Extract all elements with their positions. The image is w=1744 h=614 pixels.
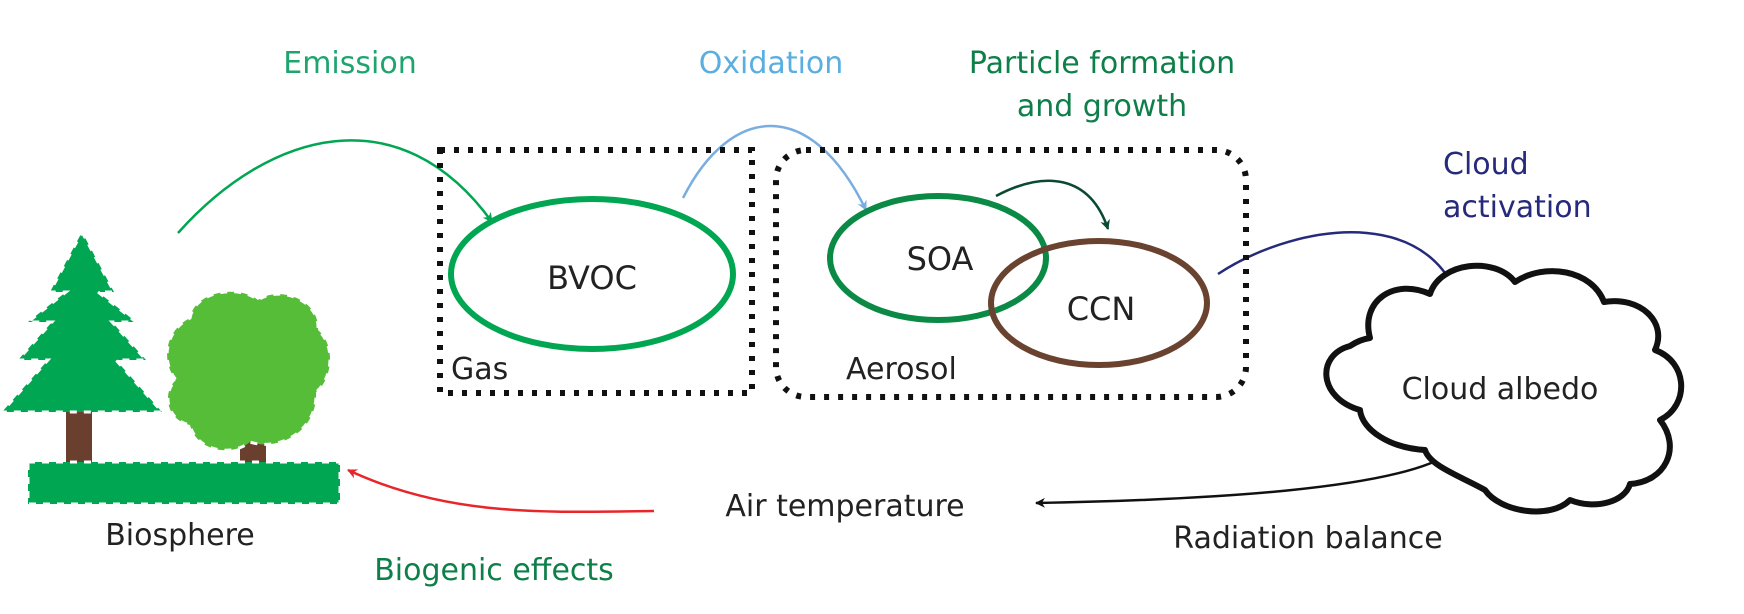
radiation-balance-arrow xyxy=(1035,450,1453,508)
biosphere-label: Biosphere xyxy=(105,518,255,553)
cloud-activation-label-line1: Cloud xyxy=(1443,147,1529,182)
bvoc-ring xyxy=(448,196,736,352)
conifer-tree-icon xyxy=(0,228,166,468)
cloud-icon xyxy=(1323,262,1685,515)
oxidation-arrow xyxy=(681,124,868,211)
air-temperature-label: Air temperature xyxy=(725,489,964,524)
soa-ring xyxy=(827,193,1049,323)
bvoc-label: BVOC xyxy=(547,259,637,297)
radiation-balance-label: Radiation balance xyxy=(1173,521,1442,556)
biogenic-effects-label: Biogenic effects xyxy=(374,553,614,588)
oxidation-label: Oxidation xyxy=(699,46,844,81)
cloud-activation-label-line2: activation xyxy=(1443,190,1592,225)
cloud-albedo-label: Cloud albedo xyxy=(1402,372,1599,407)
biogenic-effects-arrow xyxy=(347,468,655,514)
particle-formation-label-line2: and growth xyxy=(1017,89,1187,124)
growth-arrow xyxy=(995,179,1110,230)
ccn-label: CCN xyxy=(1067,290,1136,328)
emission-label: Emission xyxy=(283,46,416,81)
emission-arrow xyxy=(177,139,494,234)
aerosol-label: Aerosol xyxy=(846,352,957,387)
broadleaf-tree-icon xyxy=(165,290,332,470)
ccn-ring xyxy=(988,238,1210,368)
particle-formation-label-line1: Particle formation xyxy=(969,46,1235,81)
soa-label: SOA xyxy=(907,240,974,278)
gas-phase-box xyxy=(437,147,755,396)
aerosol-phase-box xyxy=(773,147,1249,400)
ground-strip-icon xyxy=(26,460,342,506)
gas-label: Gas xyxy=(451,352,508,387)
